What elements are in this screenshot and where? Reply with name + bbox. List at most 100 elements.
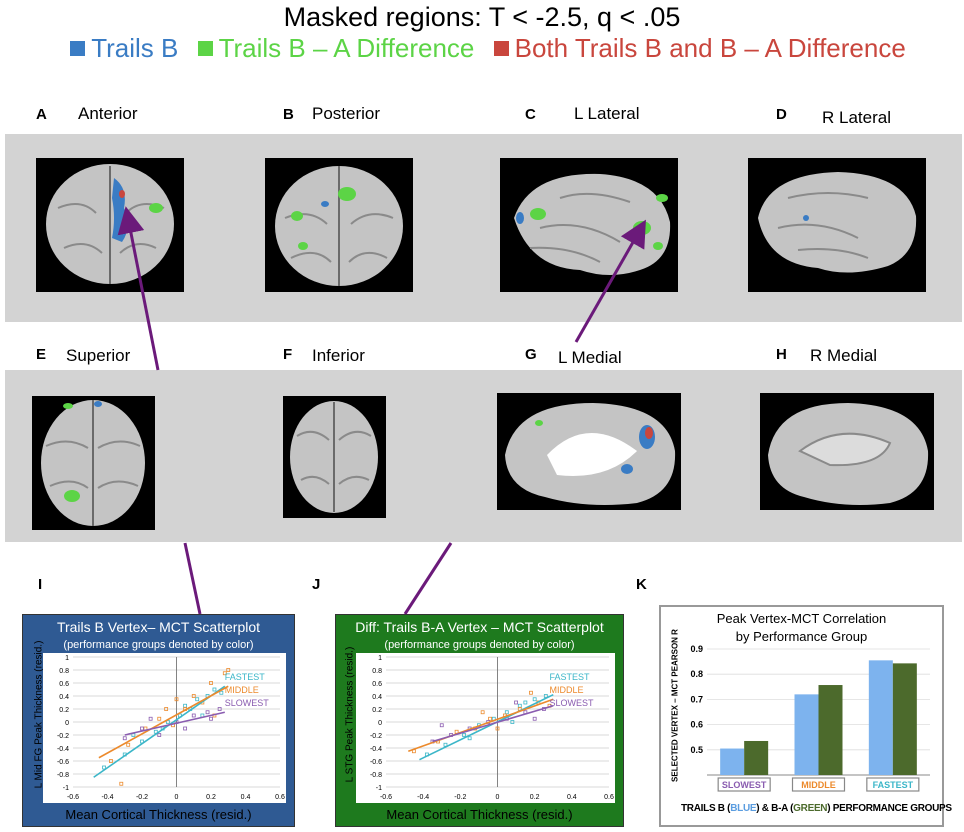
y-tick-label: 1 [378, 655, 382, 662]
scatter-point [191, 713, 196, 718]
x-tick-label: 0.6 [604, 794, 614, 801]
panel-letter-g: G [525, 346, 537, 363]
y-tick-label: -0.2 [57, 733, 69, 740]
x-tick-label: -0.6 [380, 794, 392, 801]
scatter-point [462, 733, 466, 737]
x-tick-label: 0.4 [241, 794, 251, 801]
y-tick-label: 0.5 [690, 745, 703, 755]
x-tick-label: 0.2 [530, 794, 540, 801]
footer-text: ) PERFORMANCE GROUPS [827, 803, 952, 814]
scatter-title: Trails B Vertex– MCT Scatterplot [56, 619, 261, 635]
y-tick-label: 0 [378, 720, 382, 727]
bar [892, 663, 917, 775]
y-tick-label: 0.6 [59, 681, 69, 688]
scatter-point [467, 736, 472, 741]
brain-image-r-medial [760, 393, 934, 510]
scatter-point [480, 710, 485, 715]
y-tick-label: 0.6 [690, 720, 703, 730]
category-box [866, 777, 920, 792]
panel-letter-f: F [283, 346, 293, 363]
x-tick-label: 0.2 [206, 794, 216, 801]
panel-letter-i: I [38, 576, 43, 593]
bar [720, 748, 745, 775]
legend: Trails B Trails B – A Difference Both Tr… [0, 33, 964, 64]
x-tick-label: -0.6 [67, 794, 79, 801]
legend-swatch-difference [197, 40, 213, 56]
scatter-panel-trails-b: Trails B Vertex– MCT Scatterplot (perfor… [22, 614, 295, 827]
y-tick-label: -0.6 [57, 759, 69, 766]
x-tick-label: 0 [175, 794, 179, 801]
scatter-point [126, 742, 131, 747]
view-label-r-medial: R Medial [810, 346, 878, 365]
scatter-point [523, 700, 528, 705]
scatter-point [219, 690, 224, 695]
scatter-plot-trails-b: 1 0.8 0.6 0.4 0.2 0 -0.2 -0.4 -0.6 -0.8 -1 -0.6 -0.4… [43, 653, 286, 803]
y-tick-label: 0.9 [690, 645, 703, 654]
view-label-l-lateral: L Lateral [574, 104, 640, 123]
y-tick-label: -0.6 [370, 759, 382, 766]
view-label-anterior: Anterior [78, 104, 138, 123]
category-label: SLOWEST [722, 780, 767, 790]
series-label: MIDDLE [225, 685, 259, 695]
series-label: MIDDLE [550, 685, 584, 695]
scatter-point [514, 700, 518, 705]
y-tick-label: -0.4 [57, 746, 69, 753]
scatter-title: Diff: Trails B-A Vertex – MCT Scatterplo… [355, 619, 604, 635]
trend-line [408, 698, 554, 753]
panel-letter-j: J [312, 576, 321, 593]
bar-x-footer: TRAILS B (BLUE) & B-A (GREEN) PERFORMANC… [681, 803, 952, 814]
bar-panel-correlation: Peak Vertex-MCT Correlation by Performan… [659, 605, 952, 827]
scatter-x-axis-label: Mean Cortical Thickness (resid.) [386, 807, 573, 822]
y-tick-label: -0.8 [57, 772, 69, 779]
footer-blue: BLUE [730, 803, 757, 814]
series-label: FASTEST [550, 672, 591, 682]
bar [744, 740, 769, 775]
x-tick-label: 0.6 [275, 794, 285, 801]
scatter-x-axis-label: Mean Cortical Thickness (resid.) [65, 807, 252, 822]
x-tick-label: 0 [496, 794, 500, 801]
y-tick-label: 0.8 [690, 669, 703, 679]
brain-image-l-lateral [500, 158, 678, 292]
y-tick-label: 1 [65, 655, 69, 662]
view-label-superior: Superior [66, 346, 131, 365]
y-tick-label: 0.4 [372, 694, 382, 701]
scatter-point [532, 697, 537, 702]
panel-letter-d: D [776, 106, 787, 123]
scatter-point [209, 681, 213, 685]
view-label-r-lateral: R Lateral [822, 108, 891, 127]
x-tick-label: -0.4 [417, 794, 429, 801]
bar [868, 660, 893, 775]
footer-green: GREEN [793, 803, 828, 814]
legend-swatch-both [493, 40, 509, 56]
series-label: SLOWEST [550, 698, 595, 708]
scatter-subtitle: (performance groups denoted by color) [63, 639, 254, 651]
x-tick-label: -0.2 [136, 794, 148, 801]
legend-label-trails-b: Trails B [91, 33, 179, 63]
scatter-point [495, 726, 500, 731]
footer-text: ) & B-A ( [756, 803, 794, 814]
category-box [791, 777, 846, 792]
y-tick-label: 0 [65, 720, 69, 727]
scatter-panel-difference: Diff: Trails B-A Vertex – MCT Scatterplo… [335, 614, 624, 827]
panel-letter-e: E [36, 346, 47, 363]
brain-image-superior [32, 396, 155, 530]
x-tick-label: -0.4 [101, 794, 113, 801]
x-tick-label: -0.2 [454, 794, 466, 801]
scatter-point [195, 697, 200, 702]
scatter-point [140, 726, 144, 731]
y-tick-label: 0.8 [372, 668, 382, 675]
legend-swatch-trails-b [70, 40, 86, 56]
category-label: FASTEST [873, 780, 914, 790]
panel-letter-c: C [525, 106, 536, 123]
scatter-point [102, 765, 106, 770]
arrow-line-to-panel-i [183, 542, 202, 615]
y-tick-label: 0.8 [59, 668, 69, 675]
panel-letter-h: H [776, 346, 787, 363]
trend-line [124, 711, 225, 736]
y-tick-label: -1 [63, 785, 69, 792]
brain-image-r-lateral [748, 158, 926, 292]
category-label: MIDDLE [801, 780, 836, 790]
trend-line [98, 685, 229, 759]
bar-chart-subtitle: by Performance Group [735, 629, 868, 644]
